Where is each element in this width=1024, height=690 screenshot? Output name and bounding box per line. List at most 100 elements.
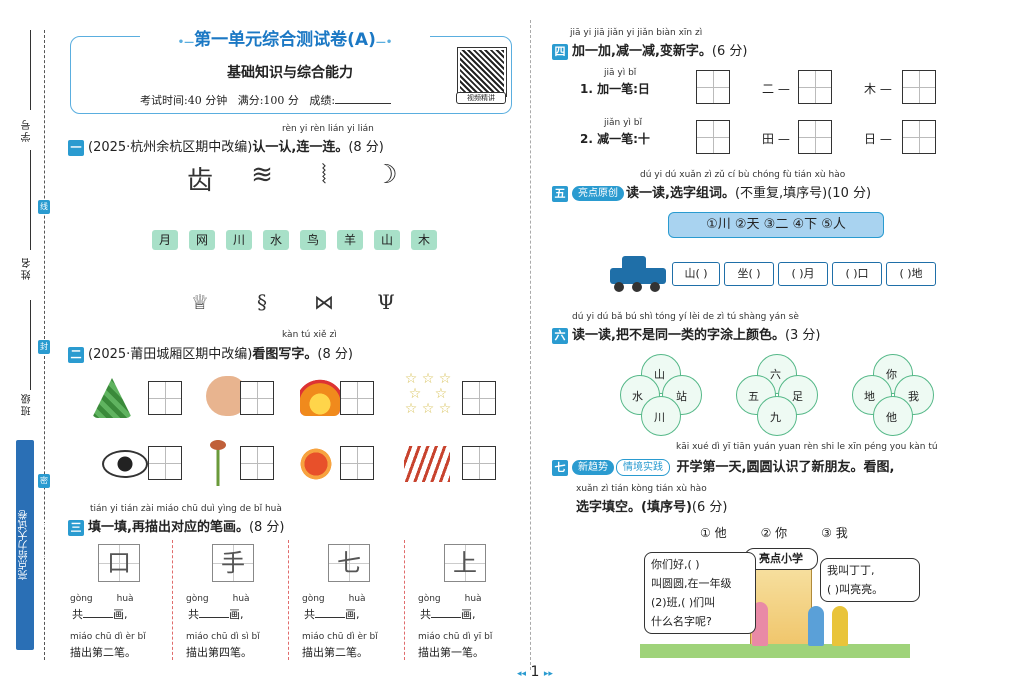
clover-char: 你 (886, 368, 897, 381)
spine-series: 亮点给力大试卷 (19, 510, 30, 580)
train-wagon[interactable]: ( )地 (886, 262, 936, 286)
q5-heading: 五亮点原创读一读,选字组词。(不重复,填序号)(10 分) (552, 182, 871, 202)
write-box[interactable] (696, 70, 730, 104)
q1-pinyin: rèn yi rèn lián yi lián (282, 124, 374, 134)
write-box[interactable] (696, 120, 730, 154)
q7-tag-trend: 新趋势 (572, 460, 614, 475)
eye-icon (102, 450, 148, 478)
q2-number: 二 (68, 346, 84, 363)
q1-number: 一 (68, 139, 84, 156)
clover-char: 他 (886, 411, 897, 424)
clover-char: 足 (792, 390, 803, 403)
ancient-glyph-4[interactable]: ☽ (374, 160, 398, 190)
full-score: 满分:100 分 (237, 94, 299, 107)
write-box[interactable] (462, 381, 496, 415)
bubble-line: 我叫丁丁, (827, 564, 875, 577)
boy-icon (808, 606, 824, 646)
q1-score: (8 分) (348, 140, 384, 155)
student-no-label: 学号 (22, 118, 33, 142)
q3-count-blank[interactable] (431, 617, 461, 618)
write-box[interactable] (798, 120, 832, 154)
q3-count-line: 共画, (72, 608, 128, 621)
train-wagon[interactable]: 山( ) (672, 262, 720, 286)
clover-leaf[interactable] (852, 375, 892, 415)
q4-row1-char: 木 — (864, 82, 892, 96)
q5-number: 五 (552, 185, 568, 202)
q4-row1-label: 1. 加一笔:日 (580, 82, 650, 96)
write-box[interactable] (240, 381, 274, 415)
ancient-glyph-2[interactable]: ≋ (251, 160, 273, 190)
bubble-line: 什么名字呢? (651, 615, 712, 628)
q3-separator (172, 540, 173, 660)
q3-count-blank[interactable] (315, 617, 345, 618)
write-box[interactable] (148, 381, 182, 415)
q3-miao-pinyin: miáo chū dì èr bǐ (302, 632, 378, 642)
q1-source: (2025·杭州余杭区期中改编) (88, 140, 253, 155)
clover-leaf[interactable] (641, 396, 681, 436)
name-line (30, 150, 31, 250)
class-label: 班级 (22, 392, 33, 416)
prev-arrow-icon[interactable]: ◂◂ (517, 669, 527, 679)
q3-stroke-char[interactable]: 上 (444, 544, 486, 582)
q1-char[interactable]: 川 (226, 230, 252, 250)
next-arrow-icon[interactable]: ▸▸ (543, 669, 553, 679)
ancient-glyph-6[interactable]: § (257, 290, 267, 314)
q1-char[interactable]: 木 (411, 230, 437, 250)
clover-group: 六 五 足 九 (736, 354, 818, 436)
q3-count-blank[interactable] (199, 617, 229, 618)
clover-char: 五 (748, 390, 759, 403)
ancient-glyph-3[interactable]: ⦚ (321, 160, 327, 190)
train-wagon[interactable]: ( )口 (832, 262, 882, 286)
ancient-glyph-1[interactable]: ⻮ (186, 166, 213, 196)
q1-char[interactable]: 山 (374, 230, 400, 250)
q1-char[interactable]: 网 (189, 230, 215, 250)
q1-heading: 一(2025·杭州余杭区期中改编)认一认,连一连。(8 分) (68, 136, 384, 156)
bubble-line[interactable]: 你们好,( ) (651, 558, 700, 571)
write-box[interactable] (902, 120, 936, 154)
q1-char[interactable]: 鸟 (300, 230, 326, 250)
q3-miao-text: 描出第一笔。 (418, 646, 484, 659)
stars-icon: ☆ ☆ ☆☆ ☆☆ ☆ ☆ (404, 371, 452, 417)
write-box[interactable] (902, 70, 936, 104)
ancient-glyph-8[interactable]: Ψ (377, 290, 395, 314)
write-box[interactable] (340, 446, 374, 480)
q7-pinyin: kāi xué dì yī tiān yuán yuan rèn shi le … (676, 442, 938, 452)
school-scene-illustration: 亮点小学 (640, 548, 910, 658)
q1-char-row: 月 网 川 水 鸟 羊 山 木 (152, 230, 437, 250)
binding-tag-feng: 封 (38, 340, 50, 354)
q3-stroke-char[interactable]: 手 (212, 544, 254, 582)
q3-miao-text: 描出第二笔。 (70, 646, 136, 659)
train-wagon[interactable]: 坐( ) (724, 262, 774, 286)
bubble-line[interactable]: (2)班,( )们叫 (651, 596, 716, 609)
q3-miao-text: 描出第二笔。 (302, 646, 368, 659)
clover-group: 你 地 我 他 (852, 354, 934, 436)
bubble-line[interactable]: ( )叫亮亮。 (827, 583, 884, 596)
qr-code-icon[interactable] (457, 47, 507, 97)
write-box[interactable] (240, 446, 274, 480)
q1-top-glyphs: ⻮ ≋ ⦚ ☽ (180, 160, 406, 197)
q3-count-blank[interactable] (83, 617, 113, 618)
train-wagon[interactable]: ( )月 (778, 262, 828, 286)
q1-char[interactable]: 月 (152, 230, 178, 250)
ancient-glyph-5[interactable]: ♕ (191, 290, 209, 314)
q4-number: 四 (552, 43, 568, 60)
exam-info: 考试时间:40 分钟 满分:100 分 成绩: (140, 92, 392, 108)
q3-stroke-char[interactable]: 七 (328, 544, 370, 582)
q1-char[interactable]: 羊 (337, 230, 363, 250)
write-box[interactable] (148, 446, 182, 480)
q3-stroke-char[interactable]: 口 (98, 544, 140, 582)
write-box[interactable] (340, 381, 374, 415)
q5-text: 读一读,选字组词。 (626, 186, 735, 201)
write-box[interactable] (462, 446, 496, 480)
clover-leaf[interactable] (873, 396, 913, 436)
ancient-glyph-7[interactable]: ⋈ (314, 290, 334, 314)
clover-leaf[interactable] (757, 396, 797, 436)
score-blank[interactable] (335, 103, 392, 104)
boy-icon (832, 606, 848, 646)
q7-text: 开学第一天,圆圆认识了新朋友。看图, (676, 460, 895, 475)
page-number: ◂◂ 1 ▸▸ (500, 664, 570, 680)
write-box[interactable] (798, 70, 832, 104)
strokes-icon (404, 446, 450, 482)
q1-char[interactable]: 水 (263, 230, 289, 250)
